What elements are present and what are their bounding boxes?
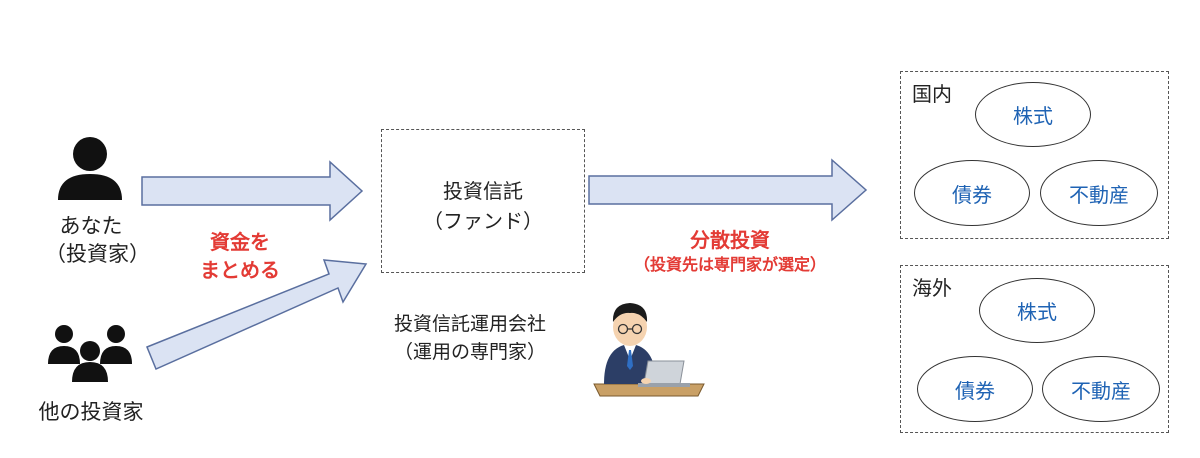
domestic-asset-bonds: 債券 (914, 160, 1030, 226)
arrow-you-to-fund (141, 160, 364, 222)
fund-title-line2: （ファンド） (423, 209, 543, 233)
pool-funds-label: 資金を まとめる (185, 228, 295, 284)
diversify-line1: 分散投資 (690, 228, 770, 252)
arrow-fund-to-assets (588, 158, 868, 222)
fund-title-line1: 投資信託 (443, 179, 523, 203)
domestic-asset-bonds-label: 債券 (952, 182, 992, 207)
overseas-title: 海外 (912, 276, 952, 300)
fund-title: 投資信託 （ファンド） (381, 176, 585, 236)
overseas-group-box (900, 265, 1169, 433)
fund-box (381, 129, 585, 273)
you-label-line1: あなた (59, 214, 123, 238)
overseas-asset-stocks: 株式 (979, 278, 1095, 343)
overseas-asset-realestate-label: 不動産 (1071, 378, 1131, 403)
pool-funds-line2: まとめる (200, 258, 280, 282)
diversify-label: 分散投資 （投資先は専門家が選定） (610, 226, 850, 276)
domestic-asset-realestate-label: 不動産 (1069, 182, 1129, 207)
manager-label: 投資信託運用会社 （運用の専門家） (372, 310, 568, 366)
overseas-asset-bonds: 債券 (917, 356, 1033, 422)
overseas-asset-realestate: 不動産 (1042, 356, 1160, 422)
others-label: 他の投資家 (38, 400, 144, 424)
overseas-asset-bonds-label: 債券 (955, 378, 995, 403)
overseas-asset-stocks-label: 株式 (1017, 300, 1057, 324)
domestic-asset-stocks-label: 株式 (1013, 104, 1053, 128)
diversify-line2: （投資先は専門家が選定） (633, 255, 826, 274)
domestic-title: 国内 (912, 82, 952, 106)
you-label: あなた （投資家） (45, 212, 150, 268)
arrow-others-to-fund (146, 259, 368, 370)
pool-funds-line1: 資金を (210, 230, 270, 254)
domestic-group-box (900, 71, 1169, 239)
domestic-asset-realestate: 不動産 (1040, 160, 1158, 226)
manager-label-line2: （運用の専門家） (393, 341, 546, 363)
you-label-line2: （投資家） (45, 242, 150, 266)
manager-label-line1: 投資信託運用会社 (393, 313, 546, 335)
domestic-asset-stocks: 株式 (975, 82, 1091, 147)
